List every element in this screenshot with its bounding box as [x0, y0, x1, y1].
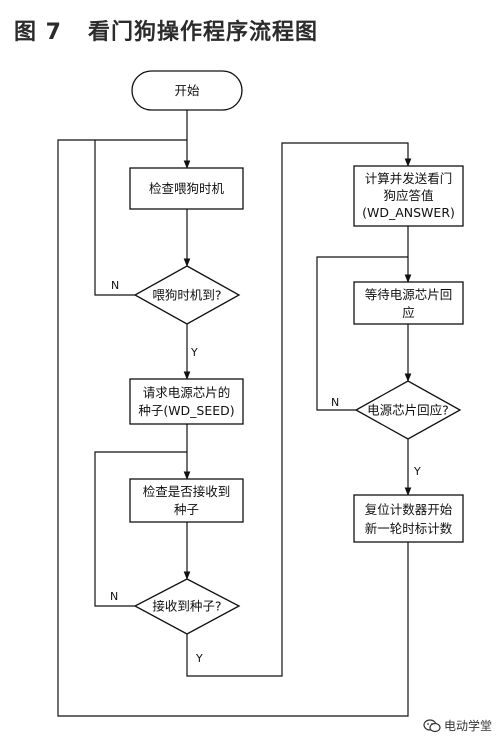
node-check-seed-line2: 种子	[174, 502, 199, 517]
node-start-label: 开始	[174, 83, 200, 98]
node-compute-answer-line1: 计算并发送看门	[365, 171, 453, 186]
label-seed-no: N	[110, 590, 118, 603]
edge-timer-no-loop	[94, 139, 187, 296]
figure-caption: 看门狗操作程序流程图	[87, 20, 318, 45]
edge-outer-loop	[57, 139, 409, 717]
node-check-seed: 检查是否接收到 种子	[129, 478, 244, 523]
connectors	[57, 110, 412, 717]
node-wait-reply-line2: 应	[402, 305, 415, 320]
node-reset-counter-line1: 复位计数器开始	[365, 502, 453, 517]
decision-seed-received-label: 接收到种子?	[152, 599, 221, 614]
label-timer-no: N	[111, 279, 119, 292]
node-request-seed-line1: 请求电源芯片的	[143, 385, 231, 400]
edge-reply-no-loop	[316, 256, 408, 411]
node-compute-answer-line3: (WD_ANSWER)	[362, 205, 455, 220]
label-seed-yes: Y	[195, 652, 203, 665]
figure-title: 图 7 看门狗操作程序流程图	[14, 14, 318, 46]
decision-timer-due: 喂狗时机到?	[133, 265, 241, 325]
decision-reply-received: 电源芯片回应?	[354, 380, 462, 440]
decision-reply-received-label: 电源芯片回应?	[367, 403, 449, 418]
node-wait-reply: 等待电源芯片回 应	[353, 281, 464, 325]
node-compute-answer-line2: 狗应答值	[383, 188, 433, 203]
node-check-timer: 检查喂狗时机	[129, 167, 244, 210]
label-reply-yes: Y	[413, 465, 421, 478]
node-reset-counter-line2: 新一轮时标计数	[365, 521, 453, 536]
decision-timer-due-label: 喂狗时机到?	[152, 288, 221, 303]
node-request-seed: 请求电源芯片的 种子(WD_SEED)	[129, 378, 244, 425]
label-reply-no: N	[331, 396, 339, 409]
watermark-text: 电动学堂	[443, 719, 492, 733]
node-request-seed-line2: 种子(WD_SEED)	[138, 403, 234, 418]
edge-seed-no-loop	[94, 451, 187, 607]
node-wait-reply-line1: 等待电源芯片回	[365, 287, 453, 302]
label-timer-yes: Y	[190, 346, 198, 359]
edge-seed-yes	[186, 142, 412, 677]
node-check-timer-label: 检查喂狗时机	[149, 181, 225, 196]
wechat-icon	[423, 718, 441, 732]
node-compute-answer: 计算并发送看门 狗应答值 (WD_ANSWER)	[353, 165, 464, 227]
node-check-seed-line1: 检查是否接收到	[143, 484, 231, 499]
watermark: 电动学堂	[423, 717, 492, 734]
node-reset-counter: 复位计数器开始 新一轮时标计数	[353, 494, 464, 543]
decision-seed-received: 接收到种子?	[133, 578, 241, 635]
node-start: 开始	[131, 70, 243, 111]
figure-number: 图 7	[14, 20, 62, 45]
